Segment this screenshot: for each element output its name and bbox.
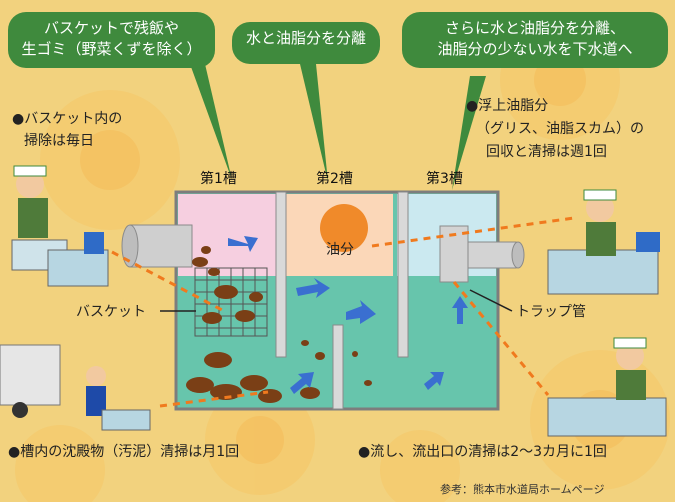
sludge xyxy=(186,340,372,403)
bubble1-tail xyxy=(190,64,232,180)
food-waste xyxy=(192,246,263,324)
source-credit: 参考：熊本市水道局ホームページ xyxy=(440,483,605,496)
partition-1 xyxy=(275,191,287,358)
trap-pipe-label: トラップ管 xyxy=(516,304,586,320)
note-grease-line3: 回収と清掃は週1回 xyxy=(486,144,607,160)
partition-2 xyxy=(332,324,344,410)
bubble2-tail xyxy=(300,64,328,182)
note-basket-line2: 掃除は毎日 xyxy=(24,133,94,149)
worker-grease-removal xyxy=(547,189,660,295)
worker-basket-cleaning xyxy=(11,165,109,287)
note-grease-line2: （グリス、油脂スカム）の xyxy=(476,121,644,137)
bubble-tank2: 水と油脂分を分離 xyxy=(232,22,380,64)
note-grease-line1: ●浮上油脂分 xyxy=(466,98,549,114)
worker-sludge-truck xyxy=(0,344,151,431)
partition-3 xyxy=(397,191,409,358)
tank2-label: 第2槽 xyxy=(316,171,353,187)
note-sludge: ●槽内の沈殿物（汚泥）清掃は月1回 xyxy=(8,444,240,460)
oil-label: 油分 xyxy=(326,242,354,258)
bubble-tank3: さらに水と油脂分を分離、 油脂分の少ない水を下水道へ xyxy=(402,12,668,68)
bubble3-tail xyxy=(452,76,486,190)
oil-blob xyxy=(320,204,368,252)
tank1-label: 第1槽 xyxy=(200,171,237,187)
basket-label: バスケット xyxy=(76,304,146,320)
note-basket-line1: ●バスケット内の xyxy=(12,111,123,127)
bubble-basket: バスケットで残飯や 生ゴミ（野菜くずを除く） xyxy=(8,12,215,68)
flow-arrows xyxy=(228,236,468,394)
worker-outlet-cleaning xyxy=(547,337,667,437)
note-outlet: ●流し、流出口の清掃は2〜3カ月に1回 xyxy=(358,444,607,460)
leader-lines xyxy=(111,216,575,408)
inlet-pipe xyxy=(129,224,193,268)
tank3-label: 第3槽 xyxy=(426,171,463,187)
